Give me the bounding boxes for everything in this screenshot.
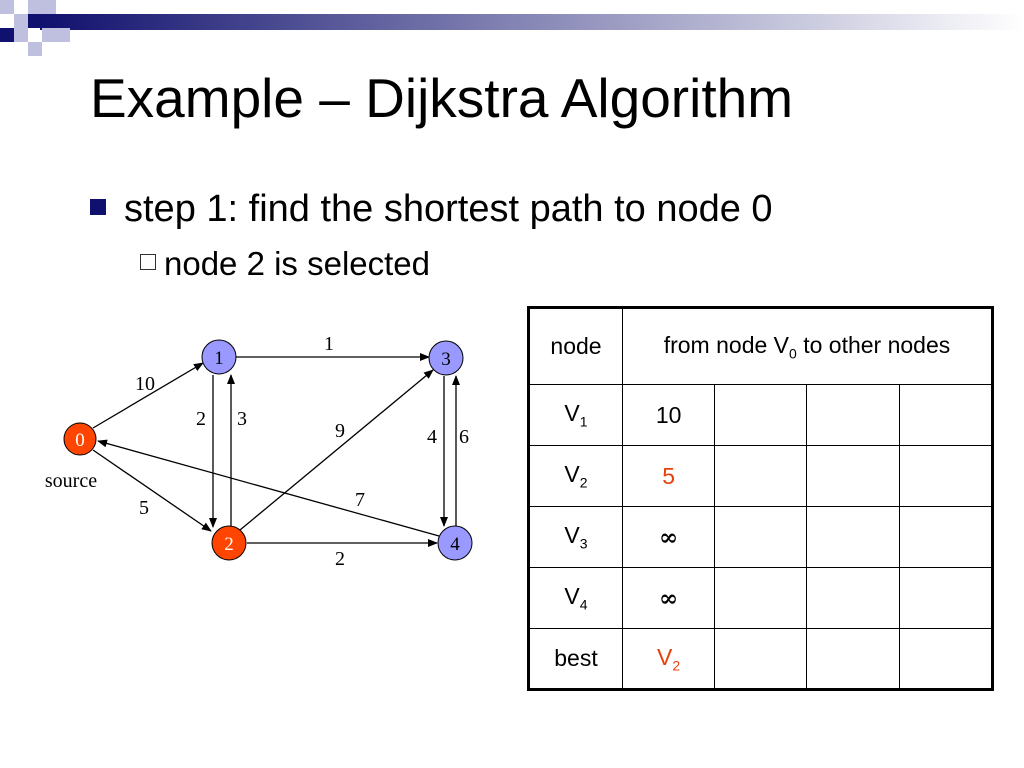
cell-empty [806, 506, 900, 568]
node-label-0: 0 [75, 430, 85, 451]
table-row: best V2 [528, 628, 994, 690]
deco-square [0, 28, 14, 42]
table-header-row: node from node V0 to other nodes [528, 307, 993, 385]
dijkstra-graph: 10 5 1 2 3 9 2 4 6 7 0 1 2 3 4 source [45, 333, 473, 570]
graph-node-0: 0 [63, 422, 97, 456]
edge-weight-4-3: 6 [459, 426, 469, 448]
cell-empty [898, 628, 994, 690]
table-row: V3 ∞ [528, 506, 994, 568]
edge-weight-0-2: 5 [139, 497, 149, 519]
cell-empty [714, 384, 808, 446]
bullet-square-icon [90, 199, 106, 215]
graph-node-1: 1 [201, 339, 237, 375]
deco-square [28, 42, 42, 56]
deco-square [56, 28, 70, 42]
cell-empty [806, 628, 900, 690]
source-label: source [45, 470, 97, 492]
deco-square [42, 0, 56, 14]
cell-empty [714, 445, 808, 507]
slide-decoration [0, 0, 1024, 56]
row-label-v1: V1 [528, 384, 623, 446]
edge-weight-1-2: 2 [196, 408, 206, 430]
edge-4-0 [97, 439, 440, 537]
cell-v2-step1: 5 [621, 445, 716, 507]
row-label-v2: V2 [528, 445, 623, 507]
graph-node-2: 2 [211, 525, 247, 561]
edge-weight-4-0: 7 [355, 489, 365, 511]
bullet-sub-text: node 2 is selected [164, 245, 431, 282]
header-node: node [528, 307, 623, 385]
node-label-2: 2 [224, 534, 234, 555]
edge-0-1 [92, 362, 204, 429]
hollow-square-icon [140, 254, 156, 270]
table-row: V4 ∞ [528, 567, 994, 629]
edge-weight-2-4: 2 [335, 548, 345, 570]
edge-2-3 [239, 369, 434, 531]
bullet-main: step 1: find the shortest path to node 0 [90, 188, 773, 231]
cell-empty [898, 445, 994, 507]
cell-best-step1: V2 [621, 628, 716, 690]
cell-empty [898, 506, 994, 568]
cell-empty [806, 445, 900, 507]
row-label-v3: V3 [528, 506, 623, 568]
deco-square [14, 14, 28, 28]
edge-weight-3-4: 4 [427, 426, 437, 448]
graph-node-4: 4 [437, 525, 473, 561]
edge-weight-0-1: 10 [135, 373, 155, 395]
cell-empty [806, 567, 900, 629]
deco-square [0, 0, 14, 14]
edge-weight-2-3: 9 [335, 420, 345, 442]
node-label-1: 1 [214, 348, 224, 369]
table-row: V2 5 [528, 445, 994, 507]
header-from-node: from node V0 to other nodes [622, 307, 993, 385]
cell-empty [898, 567, 994, 629]
table-row: V1 10 [528, 384, 994, 446]
slide-title: Example – Dijkstra Algorithm [90, 67, 794, 129]
row-label-v4: V4 [528, 567, 623, 629]
deco-square [42, 28, 56, 42]
edge-weight-1-3: 1 [324, 333, 334, 355]
edge-0-2 [92, 449, 212, 532]
distance-table: node from node V0 to other nodes V1 10 V… [527, 306, 994, 691]
edge-weight-2-1: 3 [237, 408, 247, 430]
node-label-4: 4 [450, 534, 460, 555]
cell-empty [898, 384, 994, 446]
row-label-best: best [528, 628, 623, 690]
cell-empty [806, 384, 900, 446]
deco-square [14, 28, 28, 42]
cell-v3-step1: ∞ [621, 506, 716, 568]
graph-node-3: 3 [428, 340, 464, 376]
cell-v1-step1: 10 [621, 384, 716, 446]
cell-v4-step1: ∞ [621, 567, 716, 629]
deco-bar [40, 14, 1024, 30]
deco-square [28, 14, 42, 28]
node-label-3: 3 [441, 349, 451, 370]
cell-empty [714, 628, 808, 690]
bullet-main-text: step 1: find the shortest path to node 0 [124, 188, 773, 230]
cell-empty [714, 567, 808, 629]
cell-empty [714, 506, 808, 568]
bullet-sub: node 2 is selected [140, 245, 430, 283]
deco-square [28, 0, 42, 14]
